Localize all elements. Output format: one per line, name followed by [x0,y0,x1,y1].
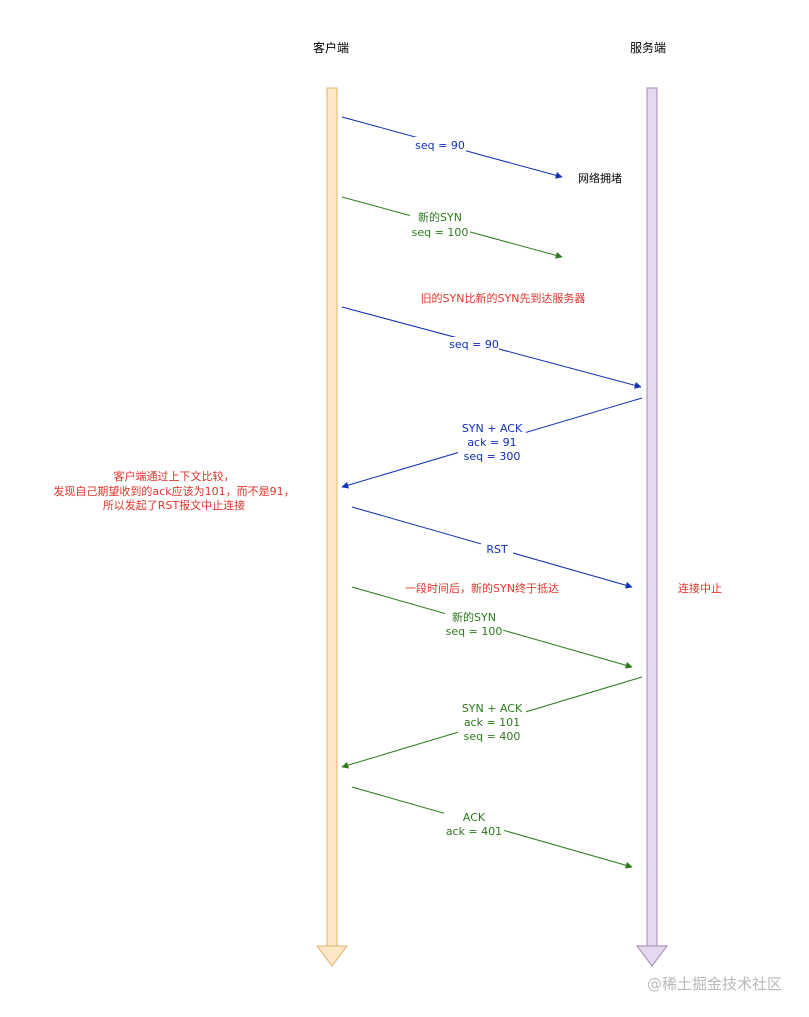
message-label: ack = 91 [467,436,516,449]
message-label: RST [486,543,508,556]
note-line: 发现自己期望收到的ack应该为101，而不是91， [53,484,294,498]
message-ack-401: ACK ack = 401 [351,786,633,869]
message-syn-100-delayed: 新的SYN seq = 100 [341,196,563,259]
network-congestion-note: 网络拥堵 [578,171,622,185]
message-label: ack = 101 [464,716,520,729]
message-label: seq = 90 [415,139,465,152]
message-label: 新的SYN [452,610,496,624]
message-syn-ack-101: SYN + ACK ack = 101 seq = 400 [341,676,643,769]
client-check-note: 客户端通过上下文比较， 发现自己期望收到的ack应该为101，而不是91， 所以… [53,469,294,512]
old-syn-first-note: 旧的SYN比新的SYN先到达服务器 [421,291,586,305]
message-label: 新的SYN [418,210,462,224]
message-label: seq = 100 [446,625,503,638]
message-label: seq = 100 [412,226,469,239]
message-label: seq = 400 [464,730,521,743]
message-rst: RST [351,506,633,589]
message-label: seq = 300 [464,450,521,463]
message-label: SYN + ACK [462,422,523,435]
connection-aborted-note: 连接中止 [678,582,722,595]
client-lifeline [316,87,348,967]
message-label: ACK [463,811,486,824]
message-label: ack = 401 [446,825,502,838]
message-label: seq = 90 [449,338,499,351]
note-line: 客户端通过上下文比较， [114,469,235,483]
server-header: 服务端 [630,40,666,55]
message-syn-100-arrives: 新的SYN seq = 100 [351,586,633,669]
message-label: SYN + ACK [462,702,523,715]
message-seq-90-lost: seq = 90 [341,116,563,179]
watermark: @稀土掘金技术社区 [647,975,782,993]
server-lifeline [636,87,668,967]
message-seq-90-arrives: seq = 90 [341,306,642,389]
message-syn-ack-91: SYN + ACK ack = 91 seq = 300 [341,397,643,489]
new-syn-arrives-note: 一段时间后，新的SYN终于抵达 [405,581,559,595]
client-header: 客户端 [313,40,349,55]
note-line: 所以发起了RST报文中止连接 [103,498,245,512]
